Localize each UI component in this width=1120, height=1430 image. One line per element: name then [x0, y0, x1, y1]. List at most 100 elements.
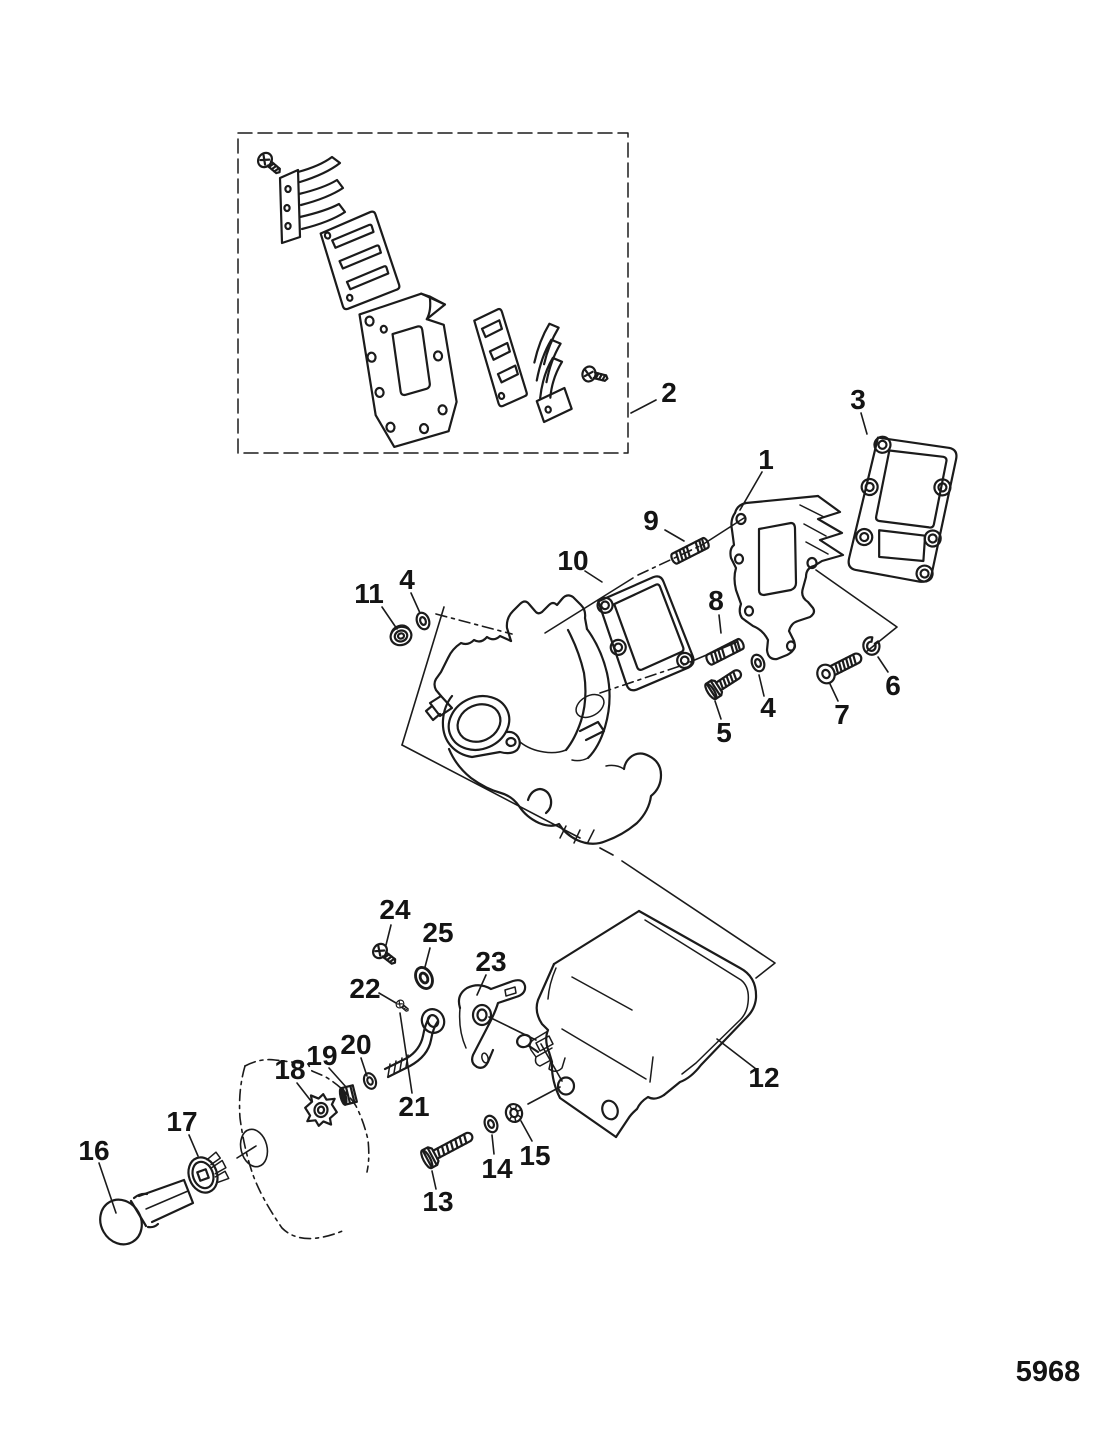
leader-4-upper	[410, 592, 421, 614]
leader-17	[188, 1134, 199, 1157]
part-22-pin-screw	[394, 997, 412, 1015]
leader-4-right	[758, 674, 765, 697]
reed-block-inset	[358, 292, 458, 449]
callout-label-19: 19	[306, 1040, 337, 1071]
reed-plate-left	[319, 210, 401, 311]
leader-14	[491, 1134, 495, 1155]
part-4-washer-right	[748, 651, 768, 675]
callout-18: 18	[274, 1054, 312, 1102]
leader-19	[328, 1067, 347, 1088]
leader-16	[98, 1162, 117, 1214]
callout-12: 12	[716, 1038, 780, 1093]
leader-7	[829, 683, 839, 702]
reed-stop-left	[278, 155, 347, 245]
callout-2: 2	[630, 377, 677, 414]
part-13-bolt	[420, 1131, 474, 1170]
callout-label-12: 12	[748, 1062, 779, 1093]
callout-label-9: 9	[643, 505, 659, 536]
inset-screw-right	[579, 364, 611, 387]
callout-label-20: 20	[340, 1029, 371, 1060]
inset-screw-left	[254, 148, 286, 180]
callout-label-15: 15	[519, 1140, 550, 1171]
callouts: 1 2 3 4 4 5 6 7	[78, 377, 900, 1217]
callout-label-3: 3	[850, 384, 866, 415]
inset-box-reed-valve-assembly	[237, 132, 629, 454]
callout-1: 1	[739, 444, 774, 511]
callout-6: 6	[877, 656, 901, 701]
lower-assembly	[99, 909, 758, 1246]
callout-label-5: 5	[716, 717, 732, 748]
callout-13: 13	[422, 1170, 454, 1217]
callout-5: 5	[714, 700, 732, 748]
part-3-exhaust-plate-gasket	[847, 435, 958, 583]
part-20-washer	[360, 1070, 380, 1092]
leader-25	[424, 947, 431, 968]
leader-8	[718, 614, 722, 634]
leader-10	[584, 570, 603, 583]
leader-1	[739, 471, 763, 511]
callout-label-2: 2	[661, 377, 677, 408]
callout-16: 16	[78, 1135, 117, 1214]
figure-code: 5968	[1016, 1356, 1081, 1388]
part-15-push-nut	[504, 1102, 524, 1124]
leader-9	[664, 529, 685, 542]
callout-4-right: 4	[758, 674, 776, 723]
part-23-lever	[457, 979, 527, 1069]
part-25-washer	[410, 963, 438, 993]
part-16-knob	[99, 1178, 195, 1246]
callout-3: 3	[850, 384, 868, 435]
part-4-washer-upper	[413, 609, 433, 633]
callout-23: 23	[475, 946, 507, 996]
callout-label-6: 6	[885, 670, 901, 701]
callout-label-24: 24	[379, 894, 411, 925]
part-17-grommet	[187, 1151, 230, 1194]
leader-5	[714, 700, 722, 720]
part-11-locknut	[389, 624, 413, 647]
part-12-exhaust-cover	[535, 909, 758, 1139]
callout-label-22: 22	[349, 973, 380, 1004]
callout-label-13: 13	[422, 1186, 453, 1217]
cover-retainer-clip	[516, 1030, 566, 1072]
part-1-reed-block	[729, 494, 845, 661]
leader-13	[431, 1170, 437, 1190]
leader-23	[476, 974, 487, 996]
upper-assembly	[389, 435, 958, 845]
callout-19: 19	[306, 1040, 347, 1088]
callout-label-1: 1	[758, 444, 774, 475]
callout-11: 11	[354, 578, 398, 630]
callout-8: 8	[708, 585, 724, 634]
leader-2	[630, 399, 657, 414]
callout-label-8: 8	[708, 585, 724, 616]
callout-10: 10	[557, 545, 603, 583]
leader-20	[360, 1057, 368, 1077]
leader-18	[296, 1082, 312, 1102]
callout-22: 22	[349, 973, 397, 1004]
part-8-stud	[703, 636, 747, 667]
callout-9: 9	[643, 505, 685, 542]
reed-petals-right	[473, 307, 528, 408]
leader-22	[378, 992, 397, 1004]
leader-11	[381, 606, 398, 630]
callout-21: 21	[398, 1012, 430, 1122]
callout-14: 14	[481, 1134, 513, 1184]
callout-label-4-upper: 4	[399, 564, 415, 595]
callout-4-upper: 4	[399, 564, 421, 614]
phantom-engine-outline	[238, 1058, 370, 1240]
leader-12	[716, 1038, 757, 1070]
callout-label-17: 17	[166, 1106, 197, 1137]
callout-17: 17	[166, 1106, 199, 1157]
part-10-manifold-gasket	[596, 575, 695, 692]
part-5-bolt	[702, 663, 747, 702]
callout-20: 20	[340, 1029, 372, 1077]
part-6-lockwasher	[862, 636, 881, 656]
callout-25: 25	[422, 917, 454, 968]
intake-manifold	[424, 594, 663, 845]
leader-6	[877, 656, 889, 673]
reed-stop-right	[533, 322, 573, 424]
leader-15	[520, 1120, 533, 1142]
leader-24	[385, 924, 392, 946]
callout-label-16: 16	[78, 1135, 109, 1166]
inset-dashed-border	[237, 132, 629, 454]
